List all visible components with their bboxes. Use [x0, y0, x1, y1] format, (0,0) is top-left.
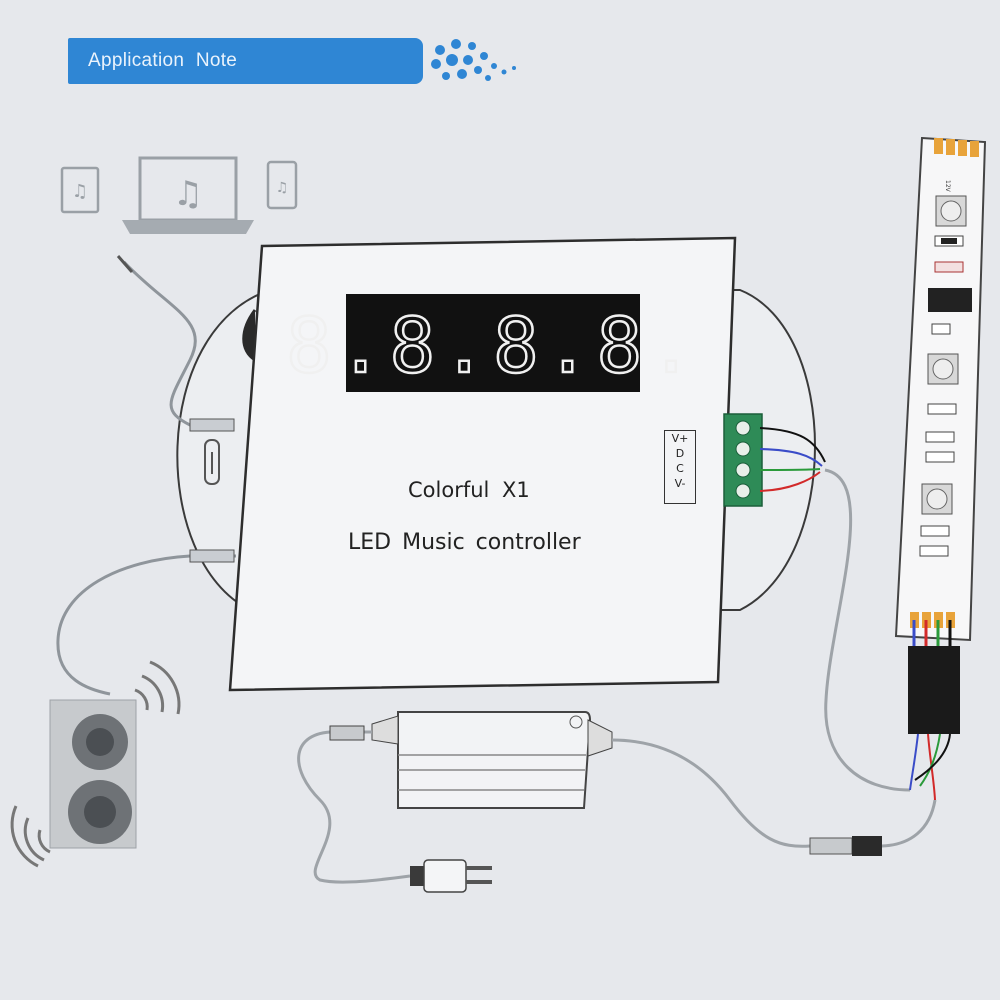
cable-to-strip: [824, 468, 911, 792]
terminal-label-vminus: V-: [674, 477, 686, 490]
led-display: [346, 294, 640, 392]
svg-text:♫: ♫: [173, 174, 203, 214]
terminal-label-c: C: [676, 462, 684, 475]
strip-connector: [908, 646, 960, 734]
dc-cable: [611, 738, 811, 848]
controller-name: Colorful X1: [408, 478, 530, 502]
audio-output-cable: [56, 554, 236, 696]
laptop-music-icon: ♫: [122, 156, 254, 234]
phone-icon: ♫: [266, 160, 298, 210]
strip-wires: [912, 620, 952, 648]
strip-pin-top: 12V: [944, 180, 951, 193]
controller-subtitle: LED Music controller: [348, 530, 581, 555]
header-banner: [68, 38, 423, 84]
led-strip: 12V: [894, 136, 987, 642]
header-title: Application Note: [88, 50, 238, 71]
terminal-labels: V+ D C V-: [664, 430, 696, 504]
tablet-icon: ♫: [60, 166, 100, 214]
audio-jack-icon: [116, 255, 235, 432]
terminal-label-d: D: [675, 447, 685, 460]
speaker-icon: [10, 660, 181, 868]
mount-clip-icon: [204, 439, 220, 485]
terminal-block: [723, 413, 763, 507]
led-display-digits: 8.8.8.8.: [286, 301, 700, 390]
terminal-wires: [759, 427, 826, 492]
ac-cable: [297, 730, 411, 884]
power-adapter-icon: [371, 711, 613, 809]
dc-connector-icon: [809, 836, 882, 856]
terminal-label-vplus: V+: [671, 432, 689, 445]
svg-text:♫: ♫: [276, 180, 289, 196]
banner-dots-icon: [431, 39, 516, 81]
audio-input-cable: [122, 260, 230, 427]
svg-text:♫: ♫: [72, 181, 88, 202]
plug-icon: [410, 859, 492, 893]
